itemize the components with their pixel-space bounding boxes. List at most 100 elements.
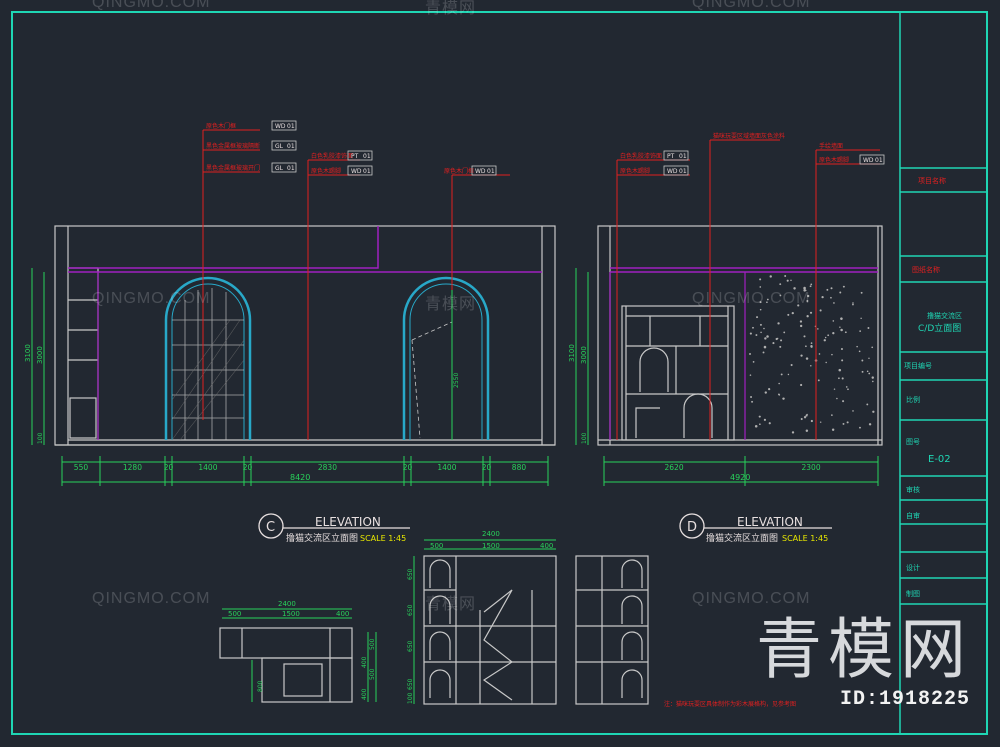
plan-dim: 1500 [282, 610, 300, 618]
dim-left-d: 3000 [580, 346, 588, 364]
design-label: 设计 [906, 563, 920, 572]
callout-num: 01 [679, 168, 687, 175]
check-label: 自审 [906, 511, 920, 520]
shelf-dim-left: 650 [407, 604, 414, 616]
callout-num: 01 [363, 153, 371, 160]
drawing-name-label: 图纸名称 [912, 265, 940, 274]
plan-dim-left: 800 [257, 680, 264, 692]
callout-code: WD [475, 168, 486, 175]
callout-tag-box [271, 140, 297, 151]
plan-dim-right: 400 [361, 688, 368, 700]
callout-code: WD [351, 168, 362, 175]
callout-num: 01 [287, 165, 295, 172]
callout-code: PT [351, 153, 359, 160]
dim-left-c: 3000 [36, 346, 44, 364]
watermark-site: QINGMO.COM [692, 290, 811, 307]
detail-note: 注：猫咪玩耍区具体制作为彩木展格构，见参考图 [664, 700, 796, 708]
shelf-dim: 2400 [482, 530, 500, 538]
project-name-label: 项目名称 [918, 176, 946, 185]
shelf-dim-left: 100 [407, 692, 414, 704]
elevation-c-word: ELEVATION [315, 515, 381, 529]
dim-left-c: 100 [37, 432, 44, 444]
elevation-d-letter: D [687, 520, 697, 535]
elevation-c-subtitle: 撸猫交流区立面图 [286, 532, 358, 544]
drawing-name-line2: C/D立面图 [918, 322, 961, 334]
elevation-c-callout-text: 黑色金属框玻璃隔断 [206, 142, 260, 150]
elevation-d-callout-text: 白色乳胶漆饰面 [620, 152, 662, 160]
callout-num: 01 [875, 157, 883, 164]
callout-tag-box [859, 154, 885, 165]
watermark-site: QINGMO.COM [92, 0, 211, 11]
dim-label-c: 20 [164, 463, 174, 472]
title-block [899, 12, 987, 734]
watermark-site: QINGMO.COM [92, 290, 211, 307]
shelf-dim-left: 650 [407, 678, 414, 690]
callout-tag-box [663, 150, 689, 161]
brand-watermark: 青模网 [756, 611, 972, 688]
callout-tag-box [271, 162, 297, 173]
dim-label-c: 20 [403, 463, 413, 472]
dim-label-c: 550 [74, 463, 89, 472]
plan-dim: 2400 [278, 600, 296, 608]
shelf-dim-left: 650 [407, 568, 414, 580]
elevation-d-subtitle: 撸猫交流区立面图 [706, 532, 778, 544]
dim-label-c: 1400 [198, 463, 217, 472]
plan-dim-right: 500 [369, 668, 376, 680]
shelf-dim: 500 [430, 542, 443, 550]
callout-num: 01 [287, 143, 295, 150]
watermark-site: QINGMO.COM [92, 590, 211, 607]
draw-label: 制图 [906, 589, 920, 598]
dim-label-d: 2300 [802, 463, 821, 472]
page-label: 比例 [906, 395, 920, 404]
elevation-d-callout-text: 原色木踢脚 [620, 167, 650, 175]
dim-door-height: 2550 [453, 373, 460, 388]
elevation-d-title: D ELEVATION 撸猫交流区立面图 SCALE 1:45 [679, 513, 832, 544]
plan-detail [219, 608, 377, 703]
review-label: 审核 [906, 485, 920, 494]
dim-total-c: 8420 [290, 473, 310, 482]
dim-total-d: 4920 [730, 473, 750, 482]
callout-code: WD [863, 157, 874, 164]
elevation-d-scale: SCALE 1:45 [782, 534, 828, 543]
elevation-c-scale: SCALE 1:45 [360, 534, 406, 543]
dim-label-c: 880 [512, 463, 527, 472]
callout-num: 01 [679, 153, 687, 160]
dim-label-c: 1400 [437, 463, 456, 472]
callout-tag-box [663, 165, 689, 176]
project-no-label: 项目编号 [904, 361, 932, 370]
dim-left-c: 3100 [24, 344, 32, 362]
dim-label-c: 20 [482, 463, 492, 472]
image-id-tag: ID:1918225 [839, 688, 970, 711]
elevation-d [575, 139, 883, 486]
plan-dim-right: 500 [369, 638, 376, 650]
watermark-cn: 青模网 [425, 596, 477, 613]
plan-dim: 400 [336, 610, 349, 618]
dim-label-d: 2620 [665, 463, 684, 472]
plan-dim-right: 400 [361, 656, 368, 668]
drawing-name-line1: 撸猫交流区 [927, 311, 962, 320]
elevation-c-callout-text: 原色木踢脚 [311, 167, 341, 175]
elevation-d-callout-text: 猫咪玩耍区域墙面灰色涂料 [713, 132, 785, 140]
shelf-dim-left: 650 [407, 640, 414, 652]
watermark-cn: 青模网 [425, 0, 477, 17]
shelf-dim: 1500 [482, 542, 500, 550]
elevation-c-callout-text: 原色木门框 [444, 167, 474, 175]
elevation-d-word: ELEVATION [737, 515, 803, 529]
elevation-d-callout-text: 原色木踢脚 [819, 156, 849, 164]
drawing-no: E-02 [928, 454, 951, 465]
shelf-dim: 400 [540, 542, 553, 550]
watermark-site: QINGMO.COM [692, 0, 811, 11]
callout-code: GL [275, 143, 284, 150]
elevation-c-callout-text: 原色木门框 [206, 122, 236, 130]
callout-tag-box [471, 165, 497, 176]
dim-left-d: 3100 [568, 344, 576, 362]
elevation-c [31, 129, 556, 486]
elevation-c-callout-text: 黑色金属框玻璃开门 [206, 164, 260, 172]
watermark-site: QINGMO.COM [692, 590, 811, 607]
elevation-c-callout-text: 白色乳胶漆饰面 [311, 152, 353, 160]
callout-num: 01 [487, 168, 495, 175]
callout-code: GL [275, 165, 284, 172]
dim-label-c: 2830 [318, 463, 337, 472]
shelf-elevation-detail [413, 539, 649, 705]
